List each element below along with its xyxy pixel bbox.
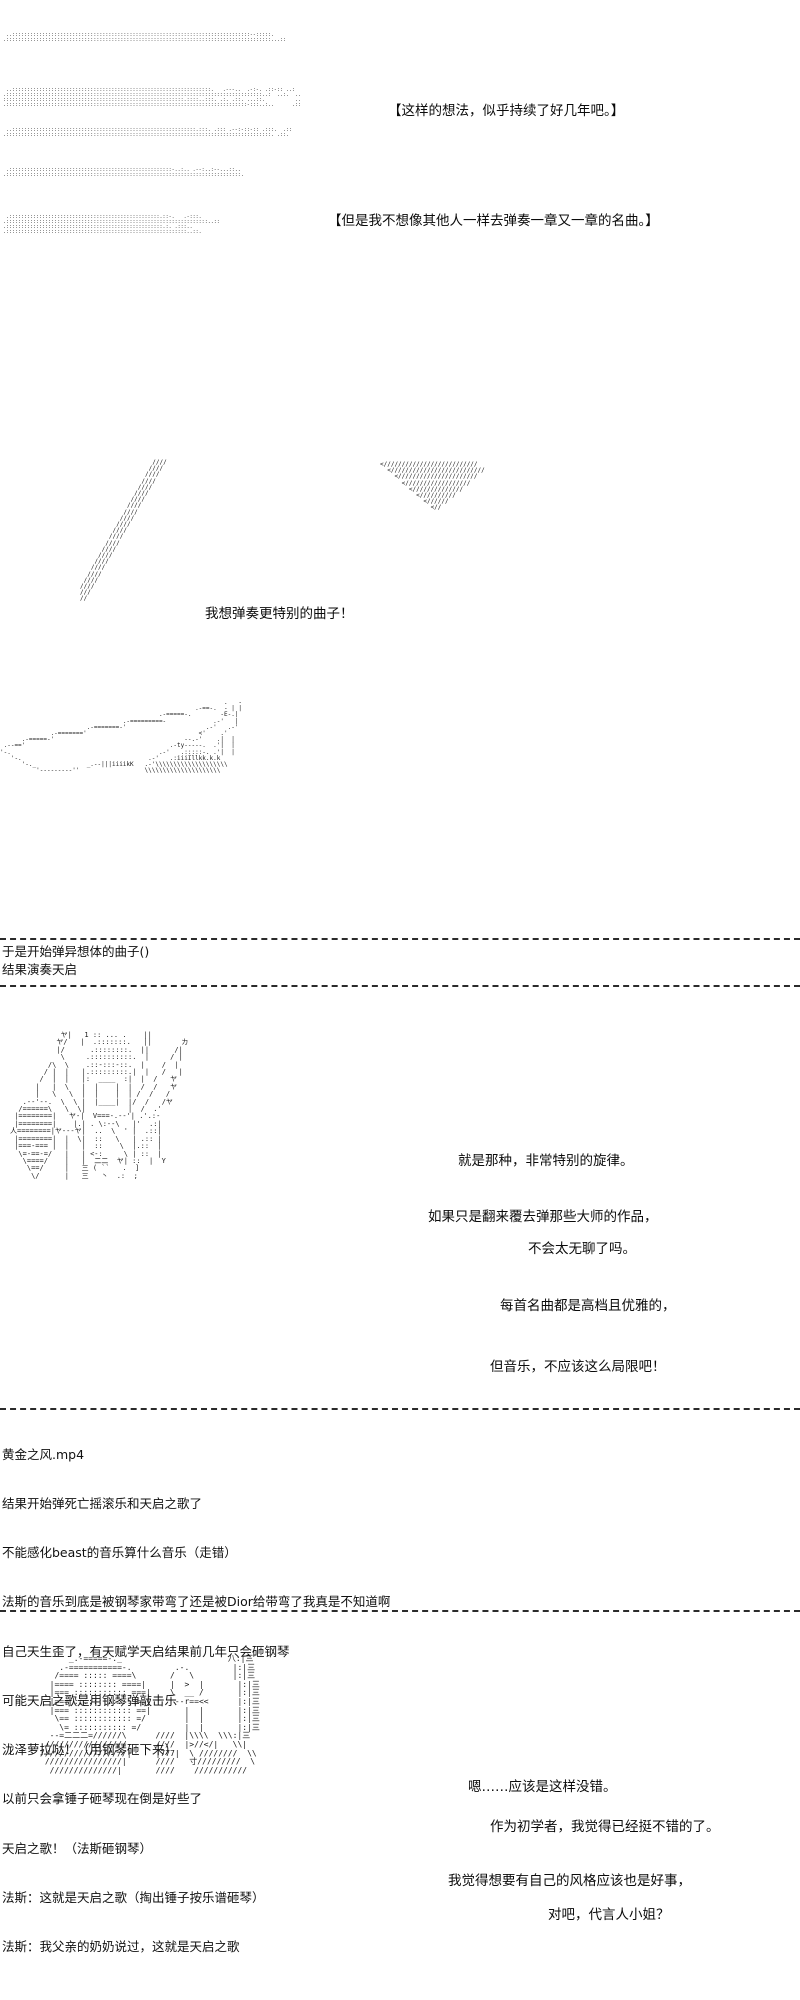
ascii-art-panel1-block4: .:::::::::::::::::::::::::::::::::::::::… xyxy=(3,167,244,178)
comment-line-6: 以前只会拿锤子砸琴现在倒是好些了 xyxy=(2,1791,203,1807)
dialogue-want-special: 我想弹奏更特别的曲子！ xyxy=(205,606,354,622)
comment-line-5: 泷泽萝拉哒！（用钢琴砸下来） xyxy=(2,1742,178,1758)
comment-line-9: 法斯：我父亲的奶奶说过，这就是天启之歌 xyxy=(2,1939,240,1954)
narration-start-playing: 于是开始弹异想体的曲子() xyxy=(2,944,150,959)
comment-line-2: 法斯的音乐到底是被钢琴家带弯了还是被Dior给带弯了我真是不知道啊 xyxy=(2,1594,391,1610)
comment-list: 黄金之风.mp4 结果开始弹死亡摇滚乐和天启之歌了 不能感化beast的音乐算什… xyxy=(2,1414,390,1988)
dialogue-every-famous-piece: 每首名曲都是高档且优雅的， xyxy=(500,1298,676,1314)
comment-line-4: 可能天启之歌是用钢琴弹敲击乐 xyxy=(2,1692,178,1708)
separator-4 xyxy=(0,1610,800,1612)
dialogue-as-beginner: 作为初学者，我觉得已经挺不错的了。 xyxy=(490,1819,720,1835)
ascii-art-panel5-figure: _.-=====-._ 八:|三 .-===========-. .-. |:|… xyxy=(40,1654,260,1775)
ascii-art-panel1-block1: ..::::::::::::::::::::::::::::::::::::::… xyxy=(3,32,286,43)
dialogue-that-kind-melody: 就是那种，非常特别的旋律。 xyxy=(458,1153,634,1169)
ascii-art-panel4-figure: ヤ| 1 :: ... . || ヤ/ | .:::::::. || カ |/ … xyxy=(10,1031,189,1180)
comment-title: 黄金之风.mp4 xyxy=(2,1446,85,1462)
ascii-art-panel1-block5: .:::::::::::::::::::::::::::::::::::::::… xyxy=(3,214,220,235)
dialogue-right-miss-agent: 对吧，代言人小姐？ xyxy=(548,1907,670,1923)
ascii-art-panel2-piano: . - .-==-. - | | .-=====-. -E-.| .-=====… xyxy=(0,699,243,775)
ascii-art-panel2-left-slashes: //// //// //// //// //// //// //// //// … xyxy=(80,459,167,603)
narration-result-apocalypse: 结果演奏天启 xyxy=(2,962,78,977)
dialogue-should-be-right: 嗯……应该是这样没错。 xyxy=(468,1779,617,1795)
dialogue-own-style-good: 我觉得想要有自己的风格应该也是好事， xyxy=(448,1873,691,1889)
ascii-art-panel1-block2: ..::::::::::::::::::::::::::::::::::::::… xyxy=(3,87,302,108)
separator-1 xyxy=(0,938,800,940)
dialogue-thought-1: 【这样的想法，似乎持续了好几年吧。】 xyxy=(388,103,625,119)
separator-2 xyxy=(0,985,800,987)
comment-line-0: 结果开始弹死亡摇滚乐和天启之歌了 xyxy=(2,1496,203,1512)
ascii-art-panel2-right-slashes: <////////////////////////// <///////////… xyxy=(380,461,485,512)
comment-line-8: 法斯：这就是天启之歌（掏出锤子按乐谱砸琴） xyxy=(2,1889,265,1905)
dialogue-music-not-limited: 但音乐，不应该这么局限吧！ xyxy=(490,1359,666,1375)
ascii-art-panel1-block3: ..::::::::::::::::::::::::::::::::::::::… xyxy=(3,127,292,138)
dialogue-if-only-masters: 如果只是翻来覆去弹那些大师的作品， xyxy=(428,1209,658,1225)
comment-line-1: 不能感化beast的音乐算什么音乐（走错） xyxy=(2,1545,237,1561)
separator-3 xyxy=(0,1408,800,1410)
comment-line-3: 自己天生歪了，有天赋学天启结果前几年只会砸钢琴 xyxy=(2,1643,290,1659)
dialogue-thought-2: 【但是我不想像其他人一样去弹奏一章又一章的名曲。】 xyxy=(328,213,659,229)
comment-line-7: 天启之歌！（法斯砸钢琴） xyxy=(2,1840,153,1856)
dialogue-too-boring: 不会太无聊了吗。 xyxy=(528,1241,636,1257)
